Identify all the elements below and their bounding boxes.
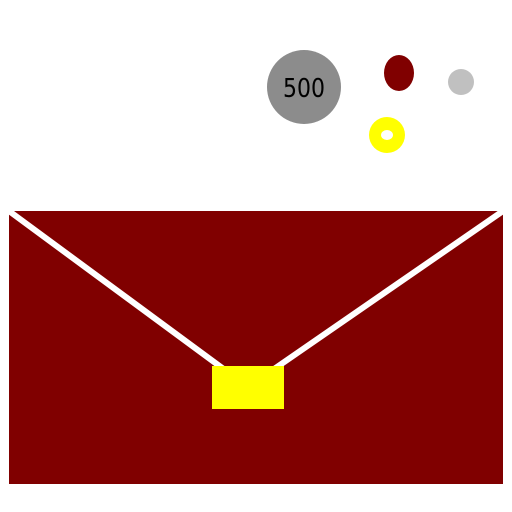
coin-icon xyxy=(267,50,341,124)
envelope-body xyxy=(9,211,503,484)
coin-500: 500 xyxy=(267,50,341,124)
gray-coin-icon xyxy=(448,69,474,95)
red-coin-icon xyxy=(384,55,414,91)
coin-value-label: 500 xyxy=(283,74,325,104)
envelope-seal xyxy=(212,366,284,409)
red-envelope-icon xyxy=(7,208,505,484)
ring-coin-icon xyxy=(369,117,405,153)
